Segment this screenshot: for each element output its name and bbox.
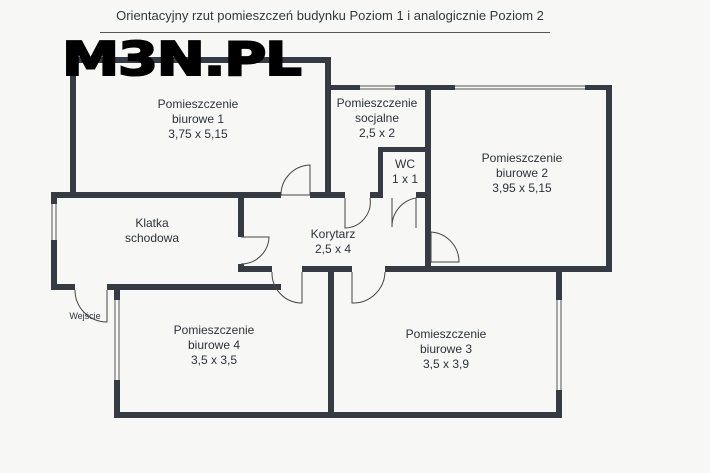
- room-name: biurowe 3: [419, 342, 473, 356]
- room-name: socjalne: [354, 111, 400, 125]
- room-name: Pomieszczenie: [336, 96, 418, 110]
- room-office-4: Pomieszczenie biurowe 4 3,5 x 3,5: [174, 323, 255, 368]
- room-size: 1 x 1: [391, 172, 419, 186]
- room-size: 3,5 x 3,5: [190, 353, 238, 367]
- title-underline: [100, 32, 550, 33]
- room-name: Pomieszczenie: [173, 323, 255, 337]
- room-office-1: Pomieszczenie biurowe 1 3,75 x 5,15: [158, 97, 239, 142]
- room-name: biurowe 2: [495, 166, 549, 180]
- room-name: schodowa: [124, 231, 180, 245]
- room-corridor: Korytarz 2,5 x 4: [311, 227, 356, 257]
- plan-title: Orientacyjny rzut pomieszczeń budynku Po…: [116, 8, 544, 23]
- room-name: biurowe 4: [187, 338, 241, 352]
- entrance-label: Wejście: [69, 311, 101, 321]
- room-size: 3,5 x 3,9: [422, 357, 470, 371]
- windows: [51, 85, 585, 390]
- room-name: Klatka: [135, 216, 169, 230]
- room-size: 2,5 x 2: [358, 126, 396, 140]
- room-name: Korytarz: [310, 227, 356, 241]
- room-name: Pomieszczenie: [157, 97, 239, 111]
- room-social: Pomieszczenie socjalne 2,5 x 2: [337, 96, 418, 141]
- room-office-2: Pomieszczenie biurowe 2 3,95 x 5,15: [482, 151, 563, 196]
- room-name: WC: [394, 157, 415, 171]
- watermark-logo: M3N.PL: [61, 31, 303, 87]
- room-wc: WC 1 x 1: [392, 157, 418, 187]
- doors: [74, 164, 460, 323]
- room-size: 3,95 x 5,15: [492, 181, 552, 195]
- room-stairs: Klatka schodowa: [125, 216, 179, 246]
- room-size: 2,5 x 4: [314, 242, 352, 256]
- room-name: Pomieszczenie: [405, 327, 487, 341]
- room-name: biurowe 1: [171, 112, 225, 126]
- room-name: Pomieszczenie: [481, 151, 563, 165]
- room-size: 3,75 x 5,15: [168, 127, 228, 141]
- room-office-3: Pomieszczenie biurowe 3 3,5 x 3,9: [406, 327, 487, 372]
- walls: [51, 57, 612, 418]
